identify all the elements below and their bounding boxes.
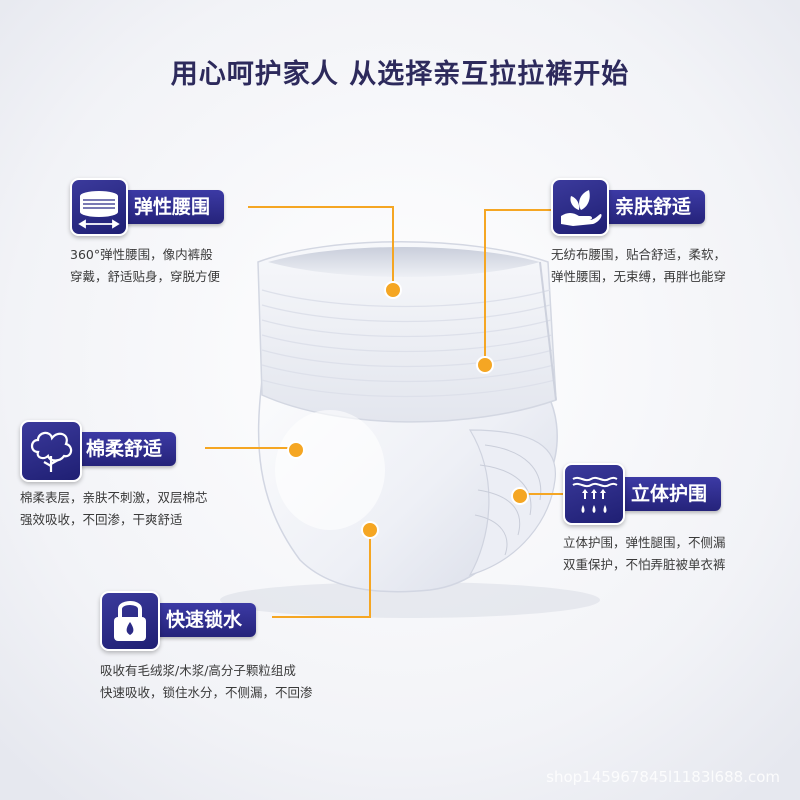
cotton-icon [20,420,82,482]
feature-desc-waist: 360°弹性腰围，像内裤般 穿戴，舒适贴身，穿脱方便 [70,247,221,284]
feature-label: 弹性腰围 [120,190,225,224]
elastic-waistband-icon [70,178,128,236]
feature-desc-lock: 吸收有毛绒浆/木浆/高分子颗粒组成 快速吸收，锁住水分，不侧漏，不回渗 [100,663,313,700]
waves-drops-icon [563,463,625,525]
watermark-text: shop145967845l1183l688.com [546,768,780,786]
water-lock-icon [100,591,160,651]
feature-label: 快速锁水 [152,603,257,637]
feature-label: 立体护围 [617,477,722,511]
feature-desc-guard: 立体护围，弹性腿围，不侧漏 双重保护，不怕弄脏被单衣裤 [563,535,726,572]
feature-label: 棉柔舒适 [72,432,177,466]
page-title: 用心呵护家人 从选择亲互拉拉裤开始 [170,59,630,90]
feature-desc-cotton: 棉柔表层，亲肤不刺激，双层棉芯 强效吸收，不回渗，干爽舒适 [20,490,208,527]
feature-desc-skin: 无纺布腰围，贴合舒适，柔软， 弹性腰围，无束缚，再胖也能穿 [551,247,727,284]
feature-label: 亲肤舒适 [601,190,706,224]
hand-leaf-icon [551,178,609,236]
